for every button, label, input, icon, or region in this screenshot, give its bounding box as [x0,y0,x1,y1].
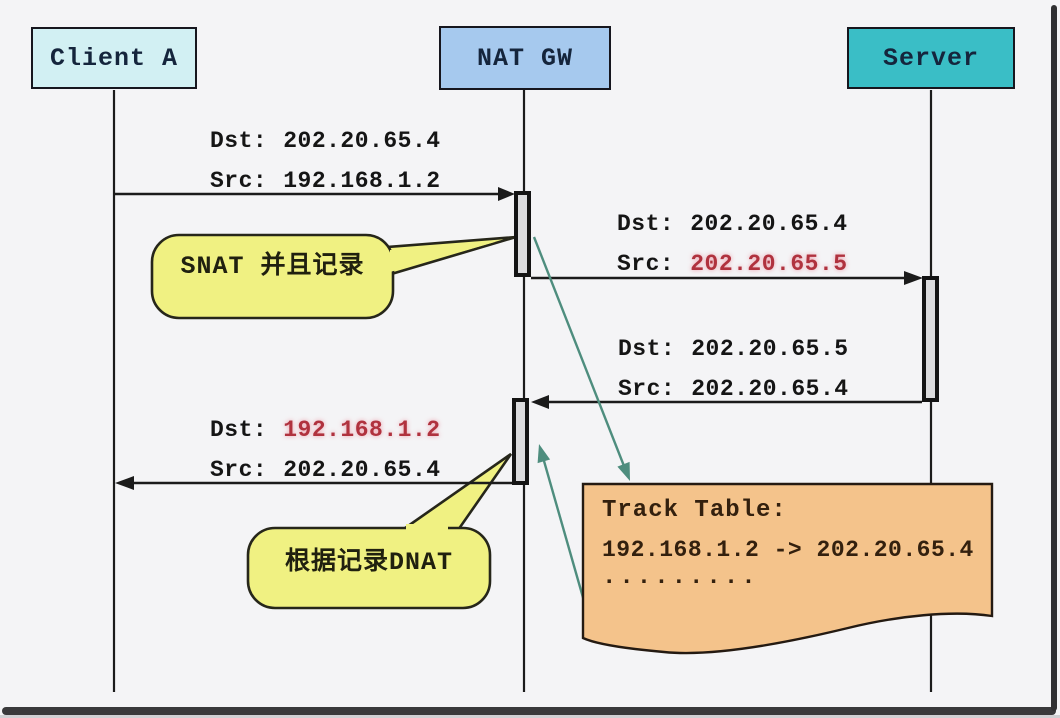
callout-dnat-join [406,524,448,533]
dst-value: 202.20.65.4 [690,211,848,237]
src-label: Src: [210,168,268,194]
callout-snat-join [390,242,495,272]
packet-src-line: Src: 202.20.65.4 [618,369,849,409]
record-lookup-arrow [542,460,586,602]
dst-value-translated: 192.168.1.2 [283,417,441,443]
src-value-translated: 202.20.65.5 [690,251,848,277]
src-value: 202.20.65.4 [283,457,441,483]
packet-src-line: Src: 202.20.65.5 [617,244,848,284]
tracktable-title: Track Table: [602,497,787,524]
packet-dst-line: Dst: 192.168.1.2 [210,410,441,450]
arrowhead-server-to-natgw [531,395,549,409]
dst-label: Dst: [618,336,676,362]
actor-client-a-label: Client A [49,43,179,73]
packet-label-client-to-natgw: Dst: 202.20.65.4 Src: 192.168.1.2 [210,121,441,201]
actor-nat-gw: NAT GW [439,26,611,90]
arrowhead-natgw-to-client [115,476,134,490]
activation-natgw-snat [514,191,531,277]
dst-value: 202.20.65.4 [283,128,441,154]
arrowhead-client-to-natgw [498,187,515,201]
record-lookup-arrowhead [537,444,551,464]
callout-dnat-text: 根据记录DNAT [284,548,453,577]
packet-dst-line: Dst: 202.20.65.5 [618,329,849,369]
dst-label: Dst: [210,128,268,154]
packet-src-line: Src: 192.168.1.2 [210,161,441,201]
src-value: 202.20.65.4 [691,376,849,402]
actor-server: Server [847,27,1015,89]
packet-label-natgw-to-client: Dst: 192.168.1.2 Src: 202.20.65.4 [210,410,441,490]
actor-server-label: Server [882,43,979,73]
callout-snat-text: SNAT 并且记录 [180,252,365,281]
packet-label-server-to-natgw: Dst: 202.20.65.5 Src: 202.20.65.4 [618,329,849,409]
packet-dst-line: Dst: 202.20.65.4 [617,204,848,244]
record-write-arrow [532,236,626,467]
src-value: 192.168.1.2 [283,168,441,194]
dst-value: 202.20.65.5 [691,336,849,362]
tracktable-entry: 192.168.1.2 -> 202.20.65.4 [602,537,974,563]
callout-snat-bubble [150,233,395,320]
frame-shadow-right [1051,5,1057,711]
src-label: Src: [210,457,268,483]
frame-shadow-bottom [2,707,1056,715]
activation-server [922,276,939,402]
tracktable-ellipsis: ......... [602,564,759,591]
src-label: Src: [618,376,676,402]
packet-dst-line: Dst: 202.20.65.4 [210,121,441,161]
packet-src-line: Src: 202.20.65.4 [210,450,441,490]
dst-label: Dst: [617,211,675,237]
arrowhead-natgw-to-server [904,271,923,285]
record-write-arrowhead [617,461,630,481]
activation-natgw-dnat [512,398,529,485]
src-label: Src: [617,251,675,277]
actor-nat-gw-label: NAT GW [476,43,573,73]
actor-client-a: Client A [31,27,197,89]
packet-label-natgw-to-server: Dst: 202.20.65.4 Src: 202.20.65.5 [617,204,848,284]
dst-label: Dst: [210,417,268,443]
tracktable-note-shape [581,482,994,655]
callout-dnat-bubble [246,526,492,610]
frame-edge-bottom [0,715,1060,718]
